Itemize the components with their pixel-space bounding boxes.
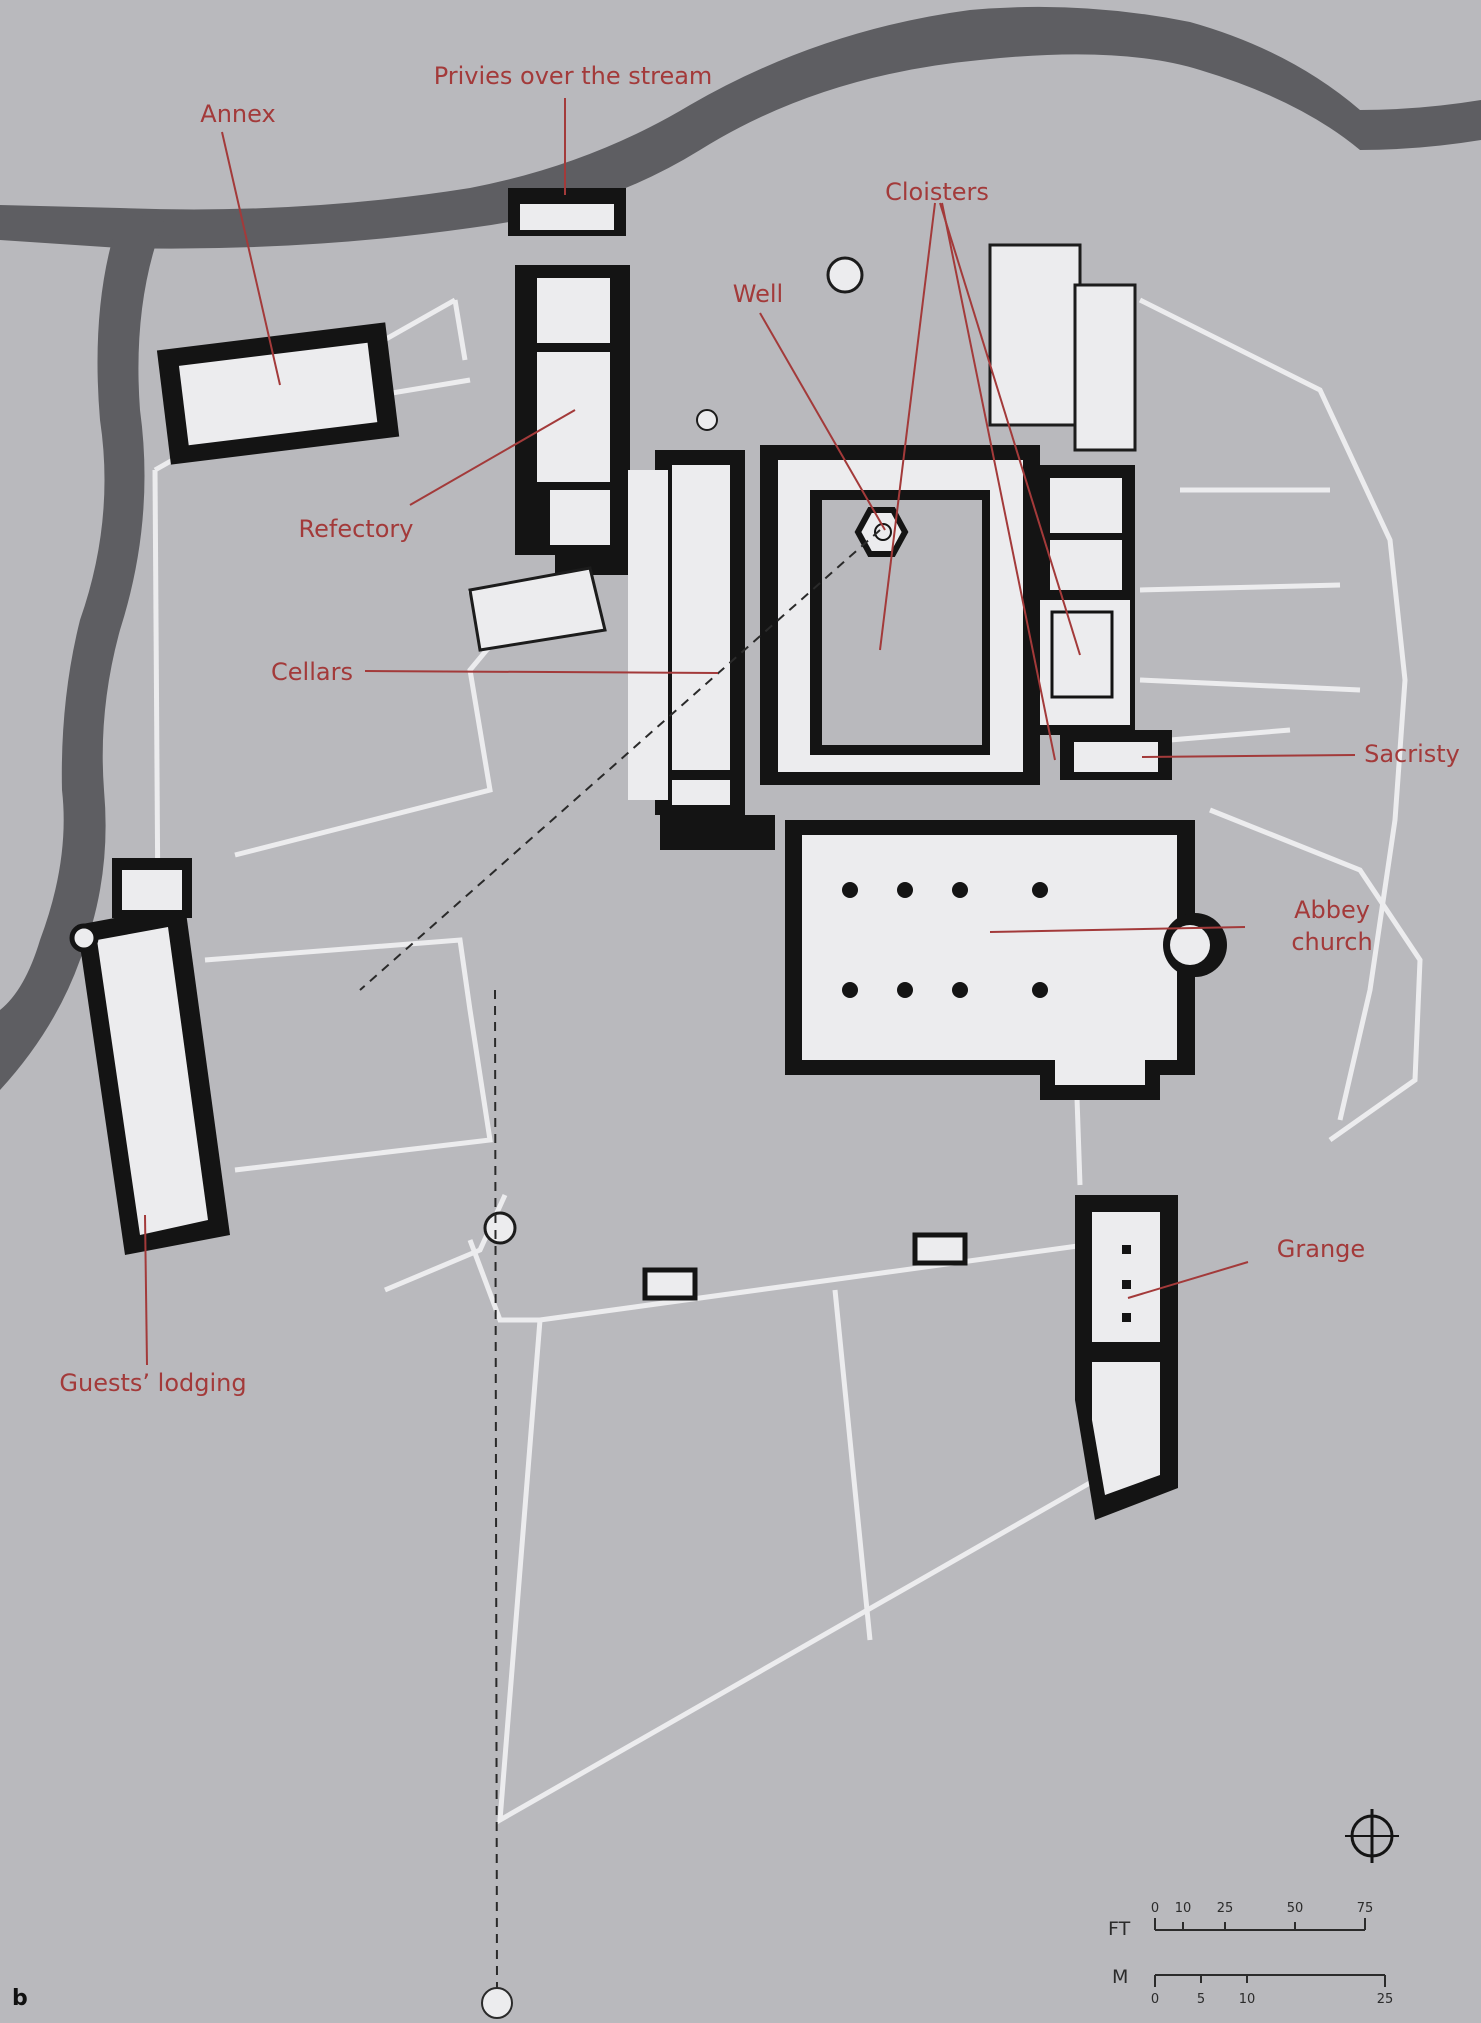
scale-ft-tick-25: 25 [1217,1901,1234,1916]
scale-m-tick-0: 0 [1151,1992,1159,2007]
gates [483,1211,968,1301]
guests-lodging-building [69,858,230,1255]
alignment-lines [359,529,881,1991]
scale-m-tick-25: 25 [1377,1992,1394,2007]
label-privies: Privies over the stream [434,62,713,90]
scale-bar: FT 0 10 25 50 75 M 0 5 10 25 [1108,1901,1393,2007]
privies-building [508,188,626,236]
scale-ft-tick-10: 10 [1175,1901,1192,1916]
label-abbey-church-line2: church [1291,928,1372,956]
abbey-church-building [785,820,1227,1100]
scale-ft-unit: FT [1108,1918,1131,1940]
cellars-building [628,450,775,850]
terminal-circle [481,1987,513,2019]
east-range [988,243,1137,735]
grange-building [1075,1195,1178,1520]
round-structure [826,256,864,294]
label-cellars: Cellars [271,658,353,686]
cloister-range [760,445,1040,785]
label-abbey-church-line1: Abbey [1294,896,1370,924]
label-grange: Grange [1277,1235,1365,1263]
label-cloisters: Cloisters [885,178,989,206]
label-annex: Annex [200,100,275,128]
outbuilding [468,566,607,652]
label-guests-lodging: Guests’ lodging [59,1369,246,1397]
church-piers [842,882,1048,998]
label-refectory: Refectory [299,515,414,543]
north-arrow-icon [1345,1809,1399,1863]
small-round-structure [696,409,718,431]
stream-west-branch [0,215,165,1090]
annex-building [156,322,400,465]
scale-ft-tick-75: 75 [1357,1901,1374,1916]
scale-ft-tick-0: 0 [1151,1901,1159,1916]
sacristy-building [1060,730,1172,780]
scale-m-unit: M [1112,1966,1128,1988]
label-sacristy: Sacristy [1364,740,1460,768]
scale-ft-tick-50: 50 [1287,1901,1304,1916]
well [854,507,909,557]
leader-lines [144,98,1356,1366]
figure-letter: b [12,1986,28,2011]
scale-m-tick-5: 5 [1197,1992,1205,2007]
scale-m-tick-10: 10 [1239,1992,1256,2007]
label-well: Well [733,280,783,308]
